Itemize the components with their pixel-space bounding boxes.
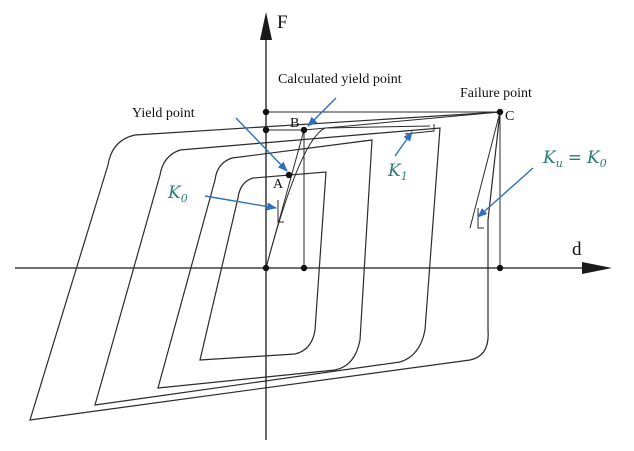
ku-arrow [477, 167, 534, 218]
dot-origin [262, 264, 270, 272]
post-yield-line [303, 111, 501, 131]
dot-failure-level [262, 108, 270, 116]
dot-point-b [300, 126, 308, 134]
k1-label: K1 [387, 161, 408, 183]
x-axis-label: d [572, 239, 582, 260]
loop-third [94, 127, 441, 406]
callout-arrows [204, 97, 534, 218]
calculated-yield-point-label: Calculated yield point [278, 72, 402, 87]
k1-arrow [394, 131, 413, 157]
unload-line [469, 111, 501, 229]
dot-point-a [285, 171, 293, 179]
k0-label: K0 [167, 183, 188, 205]
failure-point-label: Failure point [460, 86, 532, 101]
point-a-label: A [273, 177, 284, 192]
hysteresis-loops [29, 111, 501, 421]
dot-yield-level [262, 126, 270, 134]
point-c-label: C [505, 109, 514, 124]
dot-point-c [496, 108, 504, 116]
loop-outermost [29, 111, 501, 421]
calculated-yield-arrow [307, 97, 337, 127]
k0-triangle [277, 200, 284, 223]
dot-failure-displacement [496, 264, 504, 272]
ku-triangle [477, 208, 484, 229]
dot-yield-displacement [300, 264, 308, 272]
yield-point-label: Yield point [132, 106, 195, 121]
x-axis-arrowhead [582, 262, 612, 274]
k0-arrow [204, 195, 277, 211]
capacity-curve [265, 125, 431, 269]
marker-dots [262, 108, 504, 272]
k1-triangle [404, 124, 435, 135]
loop-innermost [199, 171, 327, 361]
y-axis-arrowhead [260, 12, 272, 40]
axes [15, 12, 612, 440]
loop-second [157, 139, 373, 389]
construction-lines [265, 111, 501, 269]
point-b-label: B [290, 116, 299, 131]
y-axis-label: F [277, 12, 288, 33]
ku-equation-label: Ku=K0 [542, 148, 607, 170]
yield-point-arrow [235, 117, 288, 172]
